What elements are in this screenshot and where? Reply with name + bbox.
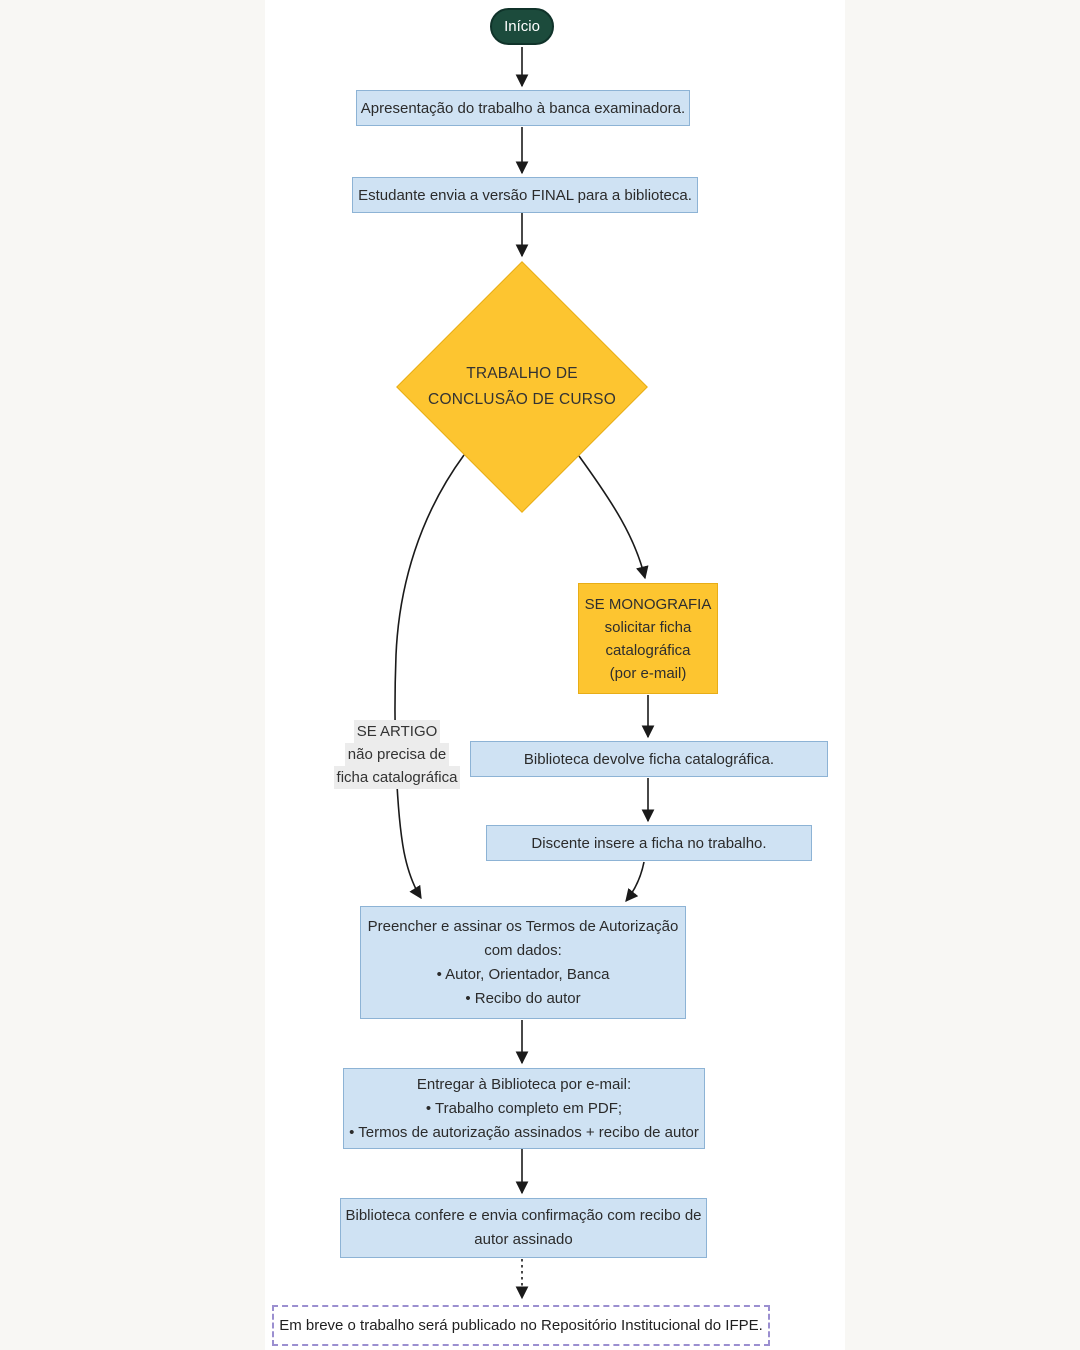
process-step-send-final: Estudante envia a versão FINAL para a bi… [352,177,698,213]
process-step-deliver: Entregar à Biblioteca por e-mail: • Trab… [343,1068,705,1149]
process-step-line: com dados: [484,941,562,959]
branch-label-artigo: SE ARTIGO não precisa de ficha catalográ… [330,720,464,789]
process-step-label: Discente insere a ficha no trabalho. [531,834,767,852]
process-step-line: autor assinado [474,1231,573,1248]
branch-node-monografia: SE MONOGRAFIA solicitar ficha catalográf… [578,583,718,694]
branch-label-line: ficha catalográfica [330,766,464,789]
process-step-line: Entregar à Biblioteca por e-mail: [416,1075,632,1093]
process-step-line: Preencher e assinar os Termos de Autoriz… [367,917,679,935]
process-step-presentation: Apresentação do trabalho à banca examina… [356,90,690,126]
edge-insertficha-fillterms [625,861,645,902]
decision-node: TRABALHO DE CONCLUSÃO DE CURSO [396,261,648,513]
branch-node-line: solicitar ficha [604,618,692,636]
decision-label-line: CONCLUSÃO DE CURSO [428,391,616,408]
decision-label: TRABALHO DE CONCLUSÃO DE CURSO [407,361,637,413]
branch-node-line: catalográfica [605,641,691,659]
branch-label-line: não precisa de [330,743,464,766]
process-step-line: Biblioteca confere e envia confirmação c… [345,1207,702,1224]
process-step-line: • Recibo do autor [465,989,581,1007]
process-step-label: Estudante envia a versão FINAL para a bi… [358,186,692,204]
edge-decision-artigo [394,454,465,900]
process-step-return-ficha: Biblioteca devolve ficha catalográfica. [470,741,828,777]
decision-label-line: TRABALHO DE [466,365,578,382]
process-step-line: • Autor, Orientador, Banca [436,965,610,983]
branch-node-line: (por e-mail) [609,664,687,682]
process-step-line: • Termos de autorização assinados + reci… [349,1123,699,1141]
process-step-label: Apresentação do trabalho à banca examina… [360,99,686,117]
process-step-label: Biblioteca devolve ficha catalográfica. [523,750,775,768]
process-step-confirm: Biblioteca confere e envia confirmação c… [340,1198,707,1258]
final-node: Em breve o trabalho será publicado no Re… [272,1305,770,1346]
edge-decision-monografia [578,455,649,580]
process-step-line: • Trabalho completo em PDF; [425,1099,623,1117]
process-step-insert-ficha: Discente insere a ficha no trabalho. [486,825,812,861]
process-step-fill-terms: Preencher e assinar os Termos de Autoriz… [360,906,686,1019]
final-label: Em breve o trabalho será publicado no Re… [279,1317,763,1334]
start-node: Início [490,8,554,45]
branch-label-line: SE ARTIGO [330,720,464,743]
start-label: Início [504,18,540,35]
branch-node-line: SE MONOGRAFIA [584,595,712,613]
